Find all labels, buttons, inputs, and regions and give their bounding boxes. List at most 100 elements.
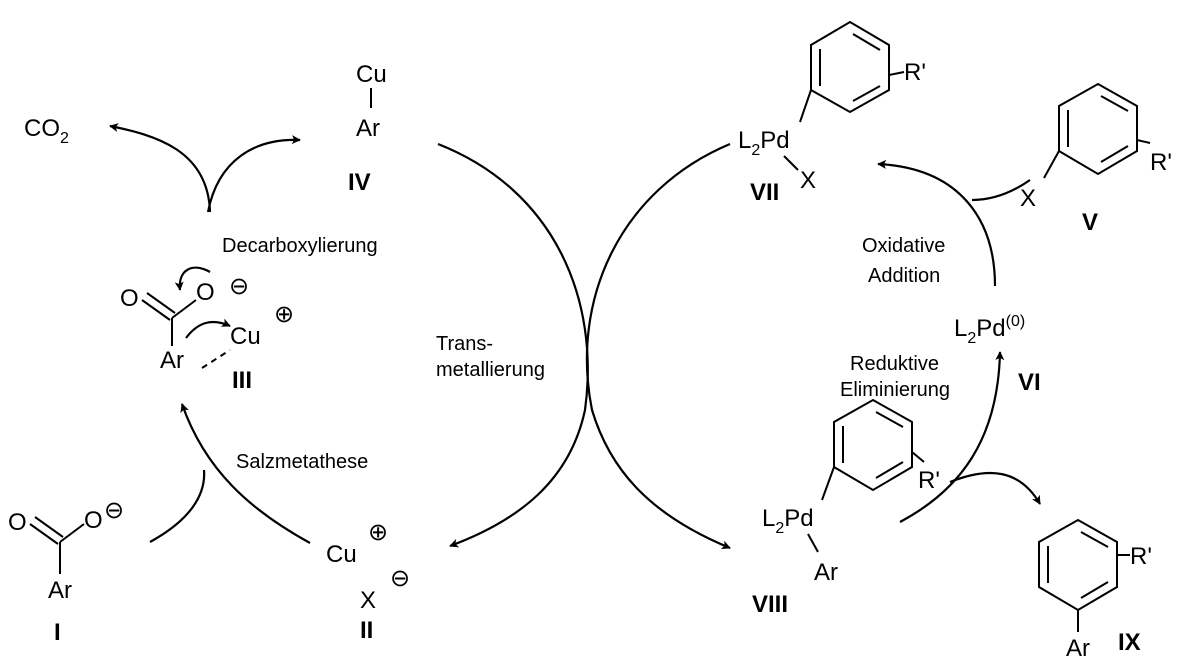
viii-palladium: Pd bbox=[784, 505, 813, 532]
viii-r-bond bbox=[911, 451, 925, 463]
ix-ring-double-2 bbox=[1080, 581, 1109, 599]
vii-palladium: Pd bbox=[760, 127, 789, 154]
label-oxidative-addition-line2: Addition bbox=[868, 265, 940, 287]
compound-iv: Cu Ar IV bbox=[348, 61, 387, 196]
ix-benzene-ring bbox=[1038, 518, 1118, 612]
electron-arrow-carboxylate bbox=[174, 266, 211, 291]
i-c-o-bond bbox=[59, 523, 85, 543]
vii-ligand-count: 2 bbox=[751, 142, 760, 159]
compound-iv-label: IV bbox=[348, 169, 371, 196]
arrow-oxidative-addition bbox=[877, 159, 997, 287]
iii-oxygen-carbonyl: O bbox=[120, 285, 139, 312]
compound-v-label: V bbox=[1082, 209, 1098, 236]
compound-i: O O ⊖ Ar I bbox=[8, 497, 124, 646]
vii-pd-x-bond bbox=[783, 155, 799, 171]
v-halide: X bbox=[1020, 185, 1036, 212]
v-ring-double-1 bbox=[1100, 95, 1129, 112]
i-aryl: Ar bbox=[48, 577, 72, 604]
vi-oxidation-state: (0) bbox=[1006, 313, 1026, 330]
label-decarboxylation: Decarboxylierung bbox=[222, 235, 378, 257]
vii-ligand: L bbox=[738, 127, 751, 154]
arrow-co2-release bbox=[109, 123, 212, 213]
viii-ring-double-1 bbox=[875, 411, 904, 428]
vii-ring-double-2 bbox=[852, 85, 881, 102]
compound-ii-label: II bbox=[360, 617, 373, 644]
electron-arrow-bond bbox=[185, 318, 231, 339]
v-r-bond bbox=[1136, 139, 1151, 144]
compound-i-label: I bbox=[54, 619, 61, 646]
arrow-transmetalation-cu bbox=[437, 142, 589, 548]
compound-v: R' X V bbox=[1020, 82, 1172, 236]
viii-ligand: L bbox=[762, 505, 775, 532]
vii-ring-double-1 bbox=[852, 33, 881, 51]
compound-iii: O O ⊖ Ar Cu ⊕ III bbox=[120, 266, 294, 394]
vi-ligand-count: 2 bbox=[967, 330, 976, 347]
i-oxygen-anion: O bbox=[84, 507, 103, 534]
label-transmetalation-line2: metallierung bbox=[436, 359, 545, 381]
svg-text:CO2: CO2 bbox=[24, 115, 69, 147]
compound-ix-label: IX bbox=[1118, 629, 1141, 656]
arrow-to-iv bbox=[206, 135, 301, 213]
vii-r-bond bbox=[888, 71, 905, 76]
ix-ring-double-1 bbox=[1080, 531, 1109, 548]
ii-pos-charge: ⊕ bbox=[368, 519, 388, 546]
vii-pd-aryl-bond bbox=[799, 89, 812, 123]
v-benzene-ring bbox=[1058, 82, 1138, 176]
arrow-oxidative-addition-join bbox=[971, 179, 1031, 202]
co2-subscript: 2 bbox=[60, 130, 69, 147]
i-co-double-bond-a bbox=[29, 523, 59, 545]
label-salt-metathesis: Salzmetathese bbox=[236, 451, 368, 473]
svg-text:L2Pd(0): L2Pd(0) bbox=[954, 313, 1025, 347]
viii-pd-aryl-bond bbox=[821, 466, 835, 501]
i-oxygen-carbonyl: O bbox=[8, 509, 27, 536]
vi-ligand: L bbox=[954, 315, 967, 342]
ii-copper: Cu bbox=[326, 541, 357, 568]
iii-neg-charge: ⊖ bbox=[229, 273, 249, 300]
viii-pd-ar-bond bbox=[807, 533, 819, 553]
viii-ring-double-2 bbox=[875, 461, 904, 479]
iii-pos-charge: ⊕ bbox=[274, 301, 294, 328]
vii-substituent: R' bbox=[904, 59, 926, 86]
vii-benzene-ring bbox=[810, 20, 890, 114]
compound-viii-label: VIII bbox=[752, 591, 788, 618]
label-transmetalation-line1: Trans- bbox=[436, 333, 493, 355]
viii-aryl: Ar bbox=[814, 559, 838, 586]
v-x-bond bbox=[1043, 150, 1060, 179]
v-ring-double-2 bbox=[1100, 145, 1129, 163]
compound-viii: R' L2Pd Ar VIII bbox=[752, 398, 940, 618]
arrow-salt-metathesis bbox=[180, 403, 311, 544]
label-reductive-elimination-line2: Eliminierung bbox=[840, 379, 950, 401]
viii-ligand-count: 2 bbox=[775, 520, 784, 537]
co2-molecule: CO2 bbox=[24, 115, 69, 147]
iii-aryl: Ar bbox=[160, 347, 184, 374]
compound-ii: Cu ⊕ X ⊖ II bbox=[326, 519, 410, 644]
i-co-double-bond-b bbox=[34, 516, 64, 538]
iii-copper: Cu bbox=[230, 323, 261, 350]
iii-ar-cu-interaction bbox=[201, 349, 231, 369]
arrow-product-release bbox=[949, 471, 1041, 505]
arrow-reductive-elimination bbox=[899, 351, 1005, 523]
iii-co-double-bond-a bbox=[141, 299, 171, 321]
label-oxidative-addition-line1: Oxidative bbox=[862, 235, 945, 257]
iv-copper: Cu bbox=[356, 61, 387, 88]
iii-c-o-bond bbox=[171, 299, 197, 319]
svg-text:L2Pd: L2Pd bbox=[738, 127, 790, 159]
co2-label: CO bbox=[24, 115, 60, 142]
arrow-transmetalation-pd bbox=[585, 142, 731, 550]
label-reductive-elimination-line1: Reduktive bbox=[850, 353, 939, 375]
ix-aryl: Ar bbox=[1066, 635, 1090, 662]
vii-halide: X bbox=[800, 167, 816, 194]
arrow-salt-metathesis-join bbox=[149, 469, 206, 543]
compound-iii-label: III bbox=[232, 367, 252, 394]
viii-substituent: R' bbox=[918, 467, 940, 494]
iii-co-double-bond-b bbox=[146, 292, 176, 314]
v-substituent: R' bbox=[1150, 149, 1172, 176]
vi-palladium: Pd bbox=[976, 315, 1005, 342]
iv-aryl: Ar bbox=[356, 115, 380, 142]
i-neg-charge: ⊖ bbox=[104, 497, 124, 524]
compound-vi: L2Pd(0) VI bbox=[954, 313, 1041, 396]
compound-vi-label: VI bbox=[1018, 369, 1041, 396]
iii-oxygen-anion: O bbox=[196, 279, 215, 306]
compound-ix: R' Ar IX bbox=[1038, 518, 1152, 662]
